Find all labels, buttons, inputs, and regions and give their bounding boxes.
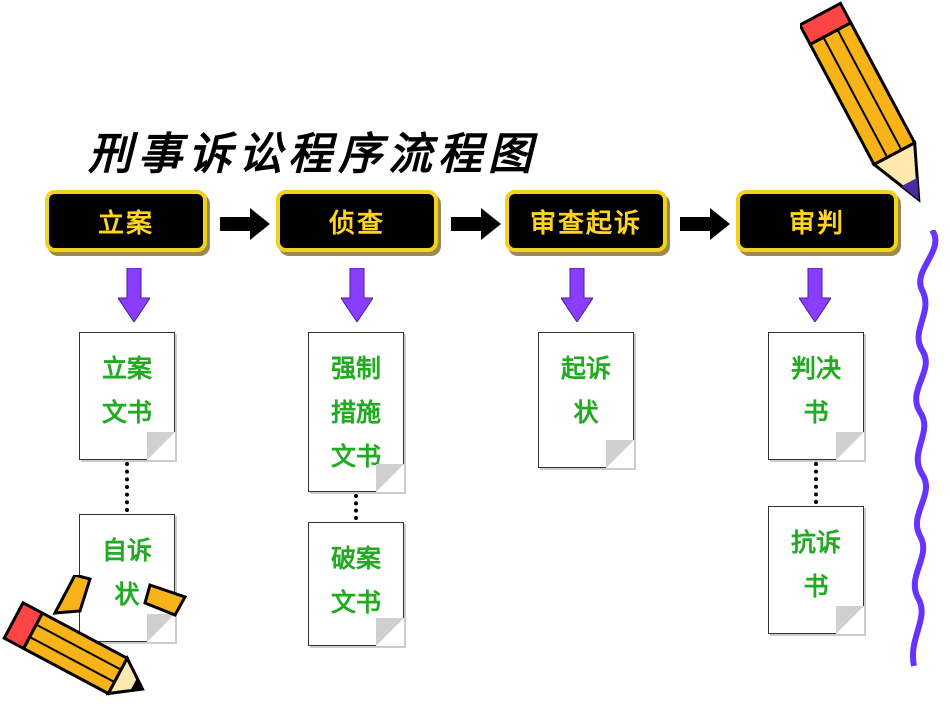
pencil-icon [800, 1, 921, 203]
down-arrow-icon [118, 268, 150, 322]
dotted-connector [125, 462, 129, 512]
down-arrow-icon [799, 268, 831, 322]
stage-lian: 立案 [45, 190, 207, 252]
dotted-connector [354, 494, 358, 520]
right-arrow-icon [451, 208, 501, 240]
dotted-connector [814, 462, 818, 504]
page-title: 刑事诉讼程序流程图 [88, 129, 538, 180]
right-arrow-icon [680, 208, 730, 240]
down-arrow-icon [561, 268, 593, 322]
doc-qiangzhi-cuoshi: 强制措施文书 [308, 332, 404, 492]
stage-shencha-qisu: 审查起诉 [505, 190, 667, 252]
pencil-icon [2, 575, 188, 696]
stage-shenpan: 审判 [736, 190, 898, 252]
doc-panjue-shu: 判决书 [768, 332, 864, 460]
wavy-line-decoration [909, 230, 939, 667]
doc-poan-wenshu: 破案文书 [308, 522, 404, 646]
doc-kangsu-shu: 抗诉书 [768, 506, 864, 634]
stage-zhencha: 侦查 [276, 190, 438, 252]
doc-qisu-zhuang: 起诉状 [538, 332, 634, 468]
doc-zishu-zhuang: 自诉状 [79, 514, 175, 642]
right-arrow-icon [220, 208, 270, 240]
down-arrow-icon [341, 268, 373, 322]
doc-lian-wenshu: 立案文书 [79, 332, 175, 460]
